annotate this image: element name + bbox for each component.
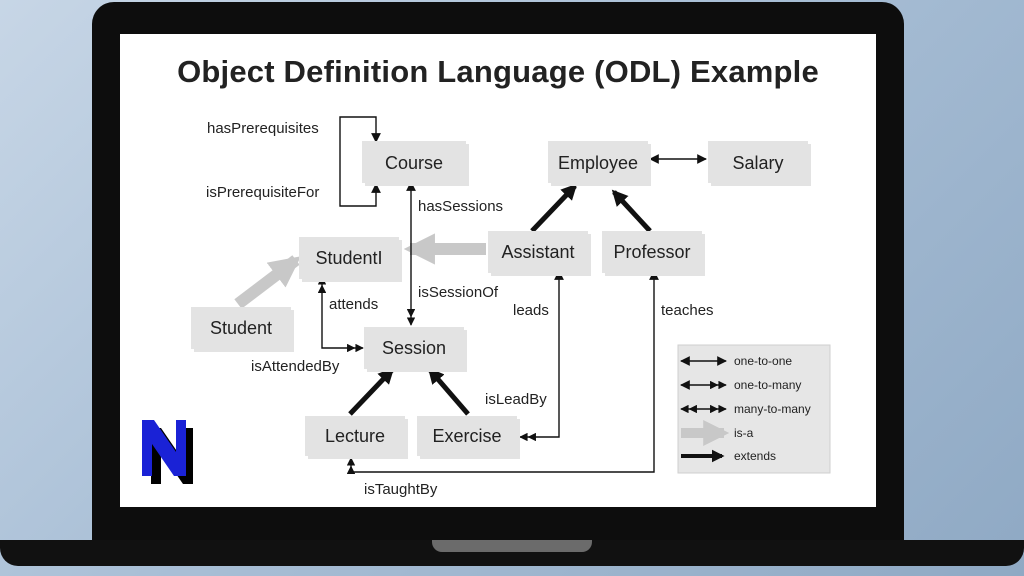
legend-is-a: is-a xyxy=(734,426,754,440)
label-is-taught-by: isTaughtBy xyxy=(364,481,438,498)
loop-is-prerequisite-for xyxy=(339,127,381,207)
isa-arrow-student-studenti xyxy=(234,255,301,309)
node-exercise: Exercise xyxy=(417,416,520,459)
extends-arrow-exercise-session xyxy=(427,367,470,416)
node-lecture-label: Lecture xyxy=(325,426,385,446)
extends-arrow-assistant-employee xyxy=(530,183,578,233)
extends-arrow-professor-employee xyxy=(611,189,652,233)
slide-screen: Object Definition Language (ODL) Example xyxy=(120,34,876,507)
node-session-label: Session xyxy=(382,338,446,358)
node-assistant: Assistant xyxy=(488,231,591,276)
label-is-attended-by: isAttendedBy xyxy=(251,358,340,375)
node-student: Student xyxy=(191,307,294,352)
label-attends: attends xyxy=(329,296,378,313)
node-professor: Professor xyxy=(602,231,705,276)
label-teaches: teaches xyxy=(661,302,714,319)
legend-one-to-many: one-to-many xyxy=(734,378,801,392)
node-professor-label: Professor xyxy=(613,242,690,262)
edge-assistant-exercise xyxy=(519,270,564,442)
node-assistant-label: Assistant xyxy=(501,242,574,262)
legend-one-to-one: one-to-one xyxy=(734,354,792,368)
legend-many-to-many: many-to-many xyxy=(734,402,811,416)
n-logo xyxy=(142,420,193,484)
label-has-prerequisites: hasPrerequisites xyxy=(207,120,319,137)
laptop-notch xyxy=(432,540,592,552)
extends-arrow-lecture-session xyxy=(348,367,395,416)
node-session: Session xyxy=(364,327,467,372)
label-is-session-of: isSessionOf xyxy=(418,284,499,301)
node-employee: Employee xyxy=(548,141,651,186)
node-exercise-label: Exercise xyxy=(432,426,501,446)
node-studenti-label: StudentI xyxy=(315,248,382,268)
slide-title: Object Definition Language (ODL) Example xyxy=(177,54,819,89)
legend: one-to-one one-to-many many-to-many is-a… xyxy=(677,344,831,474)
loop-has-prerequisites xyxy=(339,116,381,143)
edge-professor-lecture xyxy=(346,270,659,474)
label-leads: leads xyxy=(513,302,549,319)
node-salary-label: Salary xyxy=(732,153,783,173)
node-course: Course xyxy=(362,141,469,186)
node-salary: Salary xyxy=(708,141,811,186)
node-studenti: StudentI xyxy=(299,237,402,282)
legend-extends: extends xyxy=(734,449,776,463)
node-lecture: Lecture xyxy=(305,416,408,459)
odl-diagram: Course Employee Salary StudentI Assistan… xyxy=(142,116,831,498)
node-student-label: Student xyxy=(210,318,272,338)
label-has-sessions: hasSessions xyxy=(418,198,503,215)
node-course-label: Course xyxy=(385,153,443,173)
label-is-lead-by: isLeadBy xyxy=(485,391,547,408)
node-employee-label: Employee xyxy=(558,153,638,173)
label-is-prerequisite-for: isPrerequisiteFor xyxy=(206,184,319,201)
